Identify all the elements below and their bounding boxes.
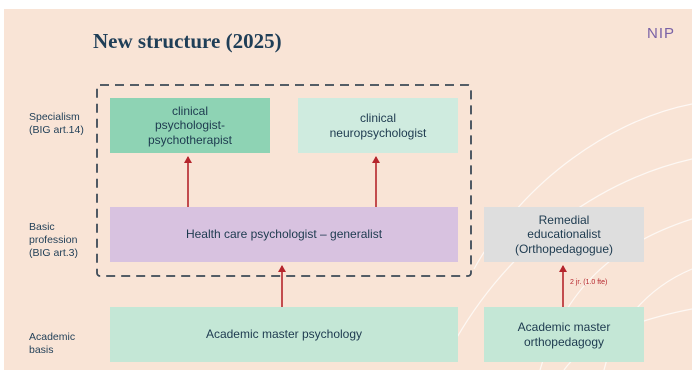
box-label: Academic master orthopedagogy (517, 320, 611, 349)
box-label: Health care psychologist – generalist (185, 227, 383, 242)
arrow-note: 2 jr. (1.0 fte) (570, 279, 608, 286)
slide: New structure (2025) NIP Specialism (BIG… (4, 9, 692, 370)
box-clinical-neuropsychologist: clinical neuropsychologist (298, 98, 458, 153)
box-academic-master-orthopedagogy: Academic master orthopedagogy (484, 307, 644, 362)
nip-logo: NIP (647, 25, 676, 42)
box-health-care-psychologist: Health care psychologist – generalist (110, 207, 458, 262)
row-label-academic-basis: Academic basis (29, 331, 76, 356)
connector-layer (96, 84, 567, 307)
box-label: clinical psychologist- psychotherapist (147, 103, 233, 147)
box-academic-master-psychology: Academic master psychology (110, 307, 458, 362)
box-label: clinical neuropsychologist (329, 111, 427, 140)
box-label: Remedial educationalist (Orthopedagogue) (514, 212, 614, 256)
row-label-specialism: Specialism (BIG art.14) (29, 111, 84, 136)
box-remedial-educationalist: Remedial educationalist (Orthopedagogue) (484, 207, 644, 262)
box-clinical-psychologist-psychotherapist: clinical psychologist- psychotherapist (110, 98, 270, 153)
row-label-basic-profession: Basic profession (BIG art.3) (29, 221, 79, 259)
box-label: Academic master psychology (205, 327, 363, 342)
dashed-frame (96, 84, 472, 277)
page-title: New structure (2025) (93, 29, 282, 53)
